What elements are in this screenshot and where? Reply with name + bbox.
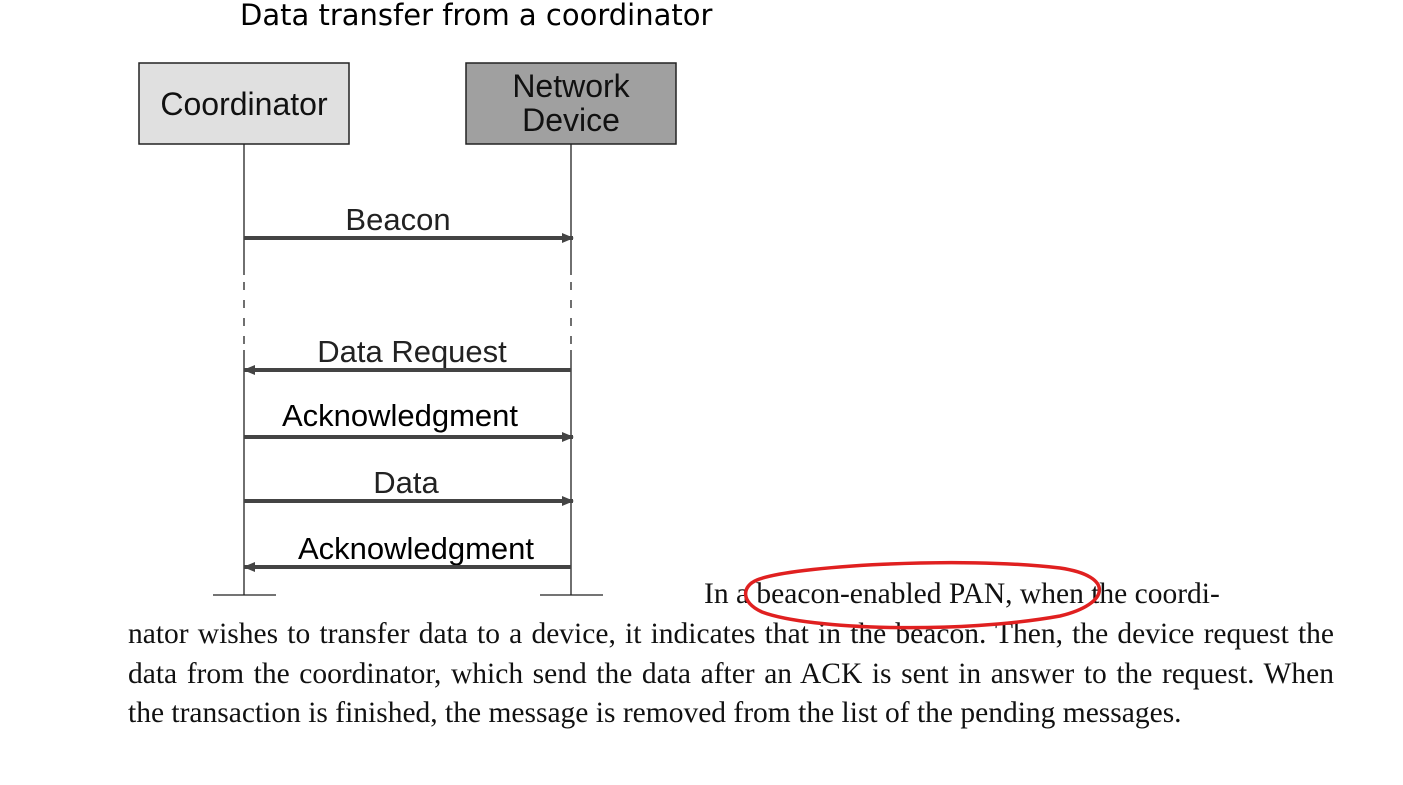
message-label-data: Data (373, 465, 439, 500)
coordinator-label: Coordinator (160, 86, 328, 122)
message-label-ack-1: Acknowledgment (282, 398, 518, 433)
network-device-label-line2: Device (522, 102, 620, 138)
coordinator-box (138, 62, 350, 145)
diagram-title: Data transfer from a coordinator (240, 0, 713, 32)
network-device-box (465, 62, 677, 145)
network-device-label-line1: Network (512, 68, 630, 104)
message-label-ack-2: Acknowledgment (298, 531, 534, 566)
paragraph-body: nator wishes to transfer data to a devic… (128, 618, 1334, 729)
message-label-beacon: Beacon (345, 202, 450, 237)
paragraph-first-line: In a beacon-enabled PAN, when the coordi… (704, 578, 1220, 610)
message-label-data-request: Data Request (317, 334, 507, 369)
